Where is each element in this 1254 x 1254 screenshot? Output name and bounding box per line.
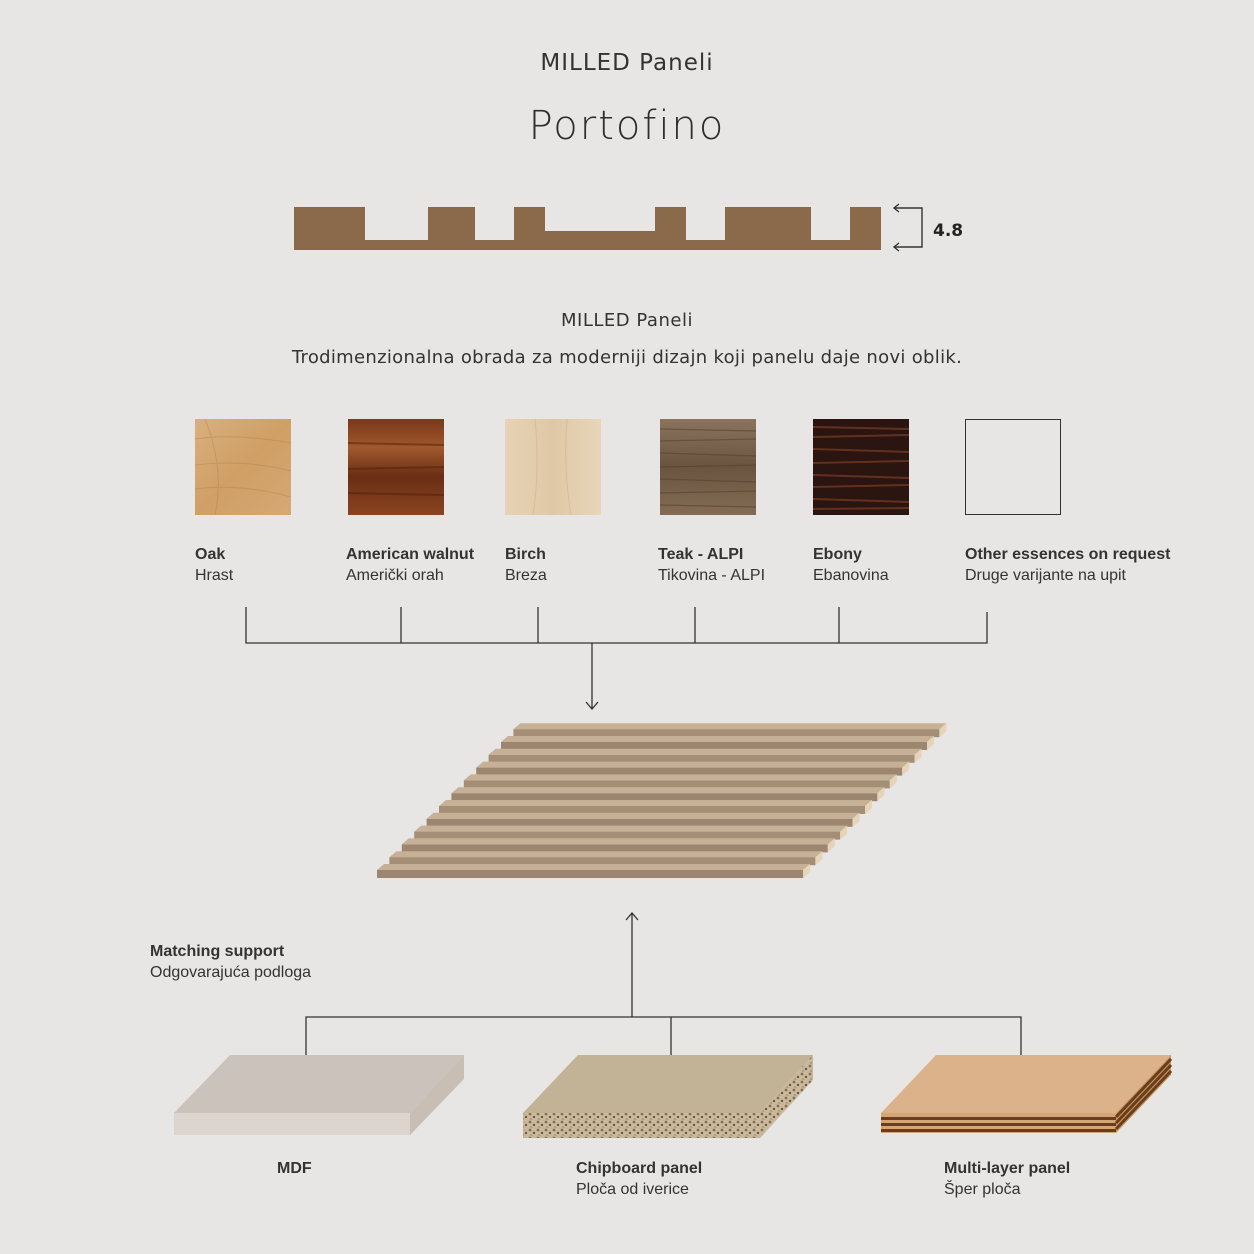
- slat-end: [939, 723, 947, 738]
- description-text: Trodimenzionalna obrada za moderniji diz…: [291, 347, 963, 368]
- slat-front: [513, 729, 940, 738]
- slat-front: [414, 831, 841, 840]
- wood-name-teak: Teak - ALPI: [658, 546, 744, 563]
- wood-local-american-walnut: Američki orah: [346, 567, 444, 584]
- board-multilayer: [881, 1055, 1173, 1133]
- slat-front: [476, 767, 903, 776]
- wood-name-oak: Oak: [195, 546, 226, 563]
- slat-top: [389, 851, 823, 858]
- slat-top: [463, 774, 897, 781]
- slat-top: [476, 761, 910, 768]
- slat-top: [488, 748, 922, 755]
- page-subtitle: MILLED Paneli: [540, 50, 714, 76]
- slat-front: [401, 844, 828, 853]
- slat-top: [401, 838, 835, 845]
- slat-end: [852, 812, 860, 827]
- wood-name-american-walnut: American walnut: [346, 546, 475, 563]
- wood-connector-bracket: [245, 607, 988, 644]
- arrow-down: [585, 643, 599, 710]
- slat-end: [902, 761, 910, 776]
- wood-name-ebony: Ebony: [813, 546, 862, 563]
- slat-front: [501, 742, 927, 750]
- panel-profile-diagram: [294, 203, 923, 252]
- slat-top: [513, 723, 947, 730]
- swatch-ebony[interactable]: [812, 419, 910, 515]
- board-local-multilayer: Šper ploča: [944, 1181, 1021, 1198]
- wood-local-ebony: Ebanovina: [813, 567, 889, 584]
- panel-profile-shape: [294, 207, 881, 250]
- support-local: Odgovarajuća podloga: [150, 964, 312, 981]
- thickness-dimension-bracket: [892, 203, 923, 252]
- slat-front: [426, 818, 853, 827]
- slat-end: [815, 851, 823, 866]
- swatch-american-walnut[interactable]: [347, 419, 445, 515]
- swatch-other-essences[interactable]: [965, 419, 1061, 515]
- wood-local-birch: Breza: [505, 567, 547, 584]
- slat-front: [488, 754, 915, 763]
- slat-end: [803, 864, 810, 878]
- slat-top: [451, 787, 885, 794]
- board-local-chipboard: Ploča od iverice: [576, 1181, 689, 1198]
- slat-front: [389, 857, 816, 866]
- board-chipboard: [523, 1055, 813, 1138]
- slat-top: [501, 736, 934, 742]
- swatch-teak-alpi[interactable]: [659, 419, 757, 515]
- slat-front: [451, 793, 878, 802]
- board-name-mdf: MDF: [277, 1160, 312, 1177]
- support-heading: Matching support: [150, 943, 285, 960]
- slat-top: [426, 812, 860, 819]
- slat-end: [877, 787, 885, 802]
- slat-front: [463, 780, 890, 789]
- wood-local-other: Druge varijante na upit: [965, 567, 1126, 584]
- slat-top: [414, 825, 848, 832]
- page-title: Portofino: [528, 103, 726, 149]
- slat-top: [439, 800, 872, 806]
- board-mdf: [174, 1055, 464, 1135]
- slat-end: [865, 800, 872, 814]
- board-name-chipboard: Chipboard panel: [576, 1160, 703, 1177]
- slat-end: [927, 736, 934, 750]
- arrow-up: [625, 912, 639, 1017]
- slat-front: [439, 806, 865, 814]
- slat-end: [889, 774, 897, 789]
- wood-local-oak: Hrast: [195, 567, 234, 584]
- board-name-multilayer: Multi-layer panel: [944, 1160, 1071, 1177]
- slat-end: [827, 838, 835, 853]
- swatch-oak[interactable]: [194, 418, 292, 516]
- description-heading: MILLED Paneli: [561, 310, 693, 331]
- thickness-label: 4.8: [933, 221, 964, 241]
- swatch-birch[interactable]: [505, 418, 601, 516]
- wood-name-birch: Birch: [505, 546, 546, 563]
- wood-local-teak: Tikovina - ALPI: [658, 567, 766, 584]
- slat-front: [377, 870, 803, 878]
- slat-end: [840, 825, 848, 840]
- wood-name-other: Other essences on request: [965, 546, 1171, 563]
- slat-top: [377, 864, 810, 870]
- slat-end: [914, 748, 922, 763]
